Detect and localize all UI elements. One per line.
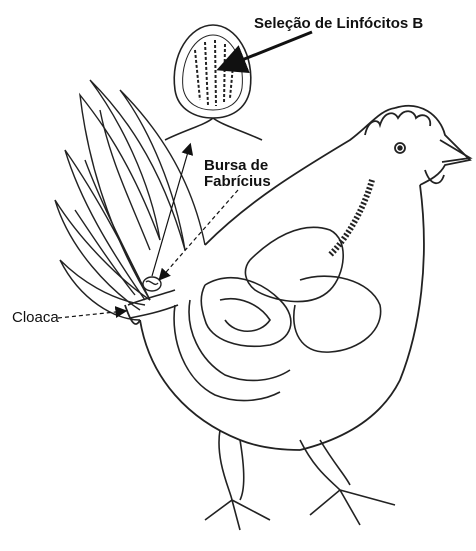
selection-label: Seleção de Linfócitos B	[254, 16, 423, 32]
tail-feathers	[55, 80, 205, 320]
bursa-label-line2: Fabrícius	[204, 174, 271, 190]
chicken-body-outline	[125, 106, 470, 450]
bursa-organ	[143, 277, 161, 291]
bursa-label: Bursa de Fabrícius	[204, 158, 271, 190]
legs	[205, 430, 395, 530]
bursa-label-line1: Bursa de	[204, 158, 271, 174]
follicle-inset	[165, 25, 262, 140]
selection-arrow	[222, 32, 312, 68]
bursa-label-arrow	[160, 190, 238, 279]
cloaca-label: Cloaca	[12, 310, 59, 326]
internal-organs	[128, 180, 381, 401]
bursa-to-inset-arrow	[152, 145, 190, 276]
